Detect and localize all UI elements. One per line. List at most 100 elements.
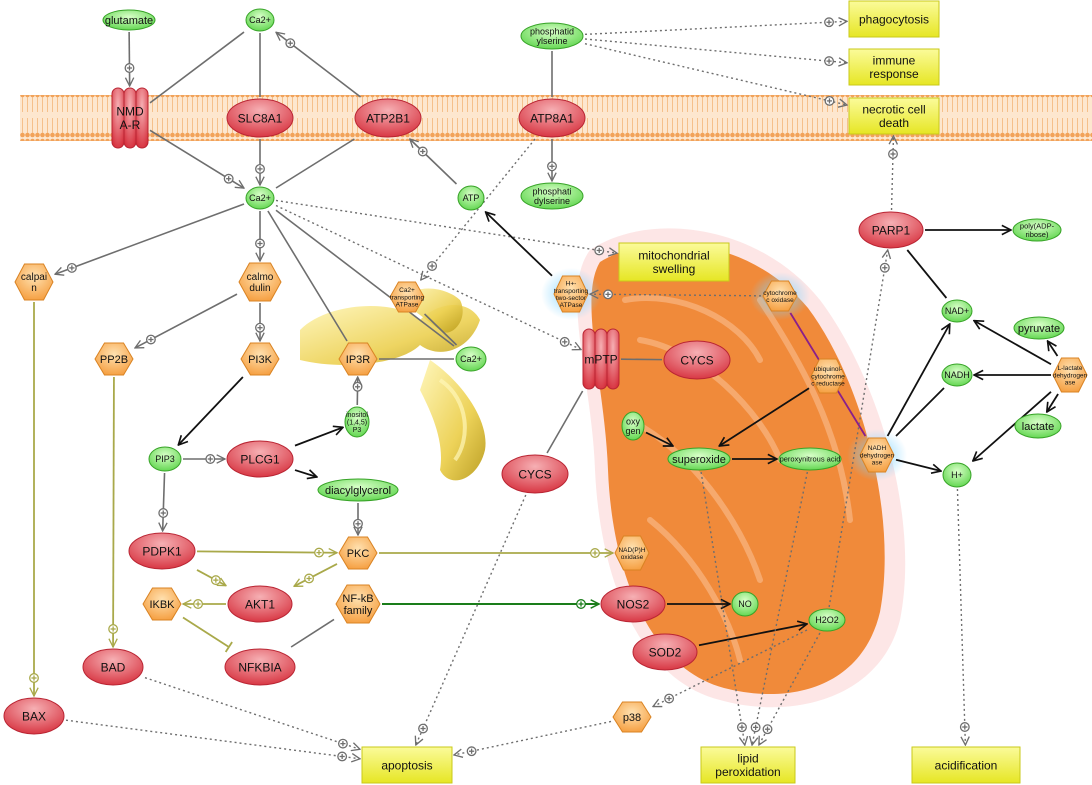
node-label-immune_response: response [869, 67, 919, 81]
node-atp8a1[interactable]: ATP8A1 [518, 98, 586, 138]
node-nad_plus[interactable]: NAD+ [941, 299, 973, 323]
node-label-mito_swelling: mitochondrial [638, 249, 709, 263]
node-apoptosis[interactable]: apoptosis [361, 746, 453, 784]
node-ip3r[interactable]: IP3R [338, 342, 378, 376]
node-sod2[interactable]: SOD2 [632, 633, 698, 671]
node-label-calmodulin: dulin [249, 283, 270, 294]
node-no[interactable]: NO [731, 591, 759, 617]
edge-sod2-to-h2o2 [698, 624, 807, 647]
edge-akt1-to-ikbk [183, 599, 226, 609]
node-label-calpain: calpai [21, 272, 47, 283]
node-nfkbia[interactable]: NFKBIA [224, 648, 296, 686]
edge-superoxide-to-lipid_peroxidation [700, 471, 746, 745]
node-plcg1[interactable]: PLCG1 [226, 440, 294, 478]
activation-plus-icon [590, 548, 600, 558]
activation-plus-icon [824, 56, 835, 67]
node-mptp[interactable]: mPTP [582, 328, 620, 390]
node-pyruvate[interactable]: pyruvate [1013, 316, 1065, 340]
node-label-nfkbia: NFKBIA [238, 660, 281, 674]
node-h2o2[interactable]: H2O2 [808, 608, 846, 632]
node-akt1[interactable]: AKT1 [227, 585, 293, 623]
node-label-pdpk1: PDPK1 [142, 544, 182, 558]
node-label-apoptosis: apoptosis [381, 758, 432, 772]
node-glutamate[interactable]: glutamate [102, 9, 156, 31]
activation-plus-icon [417, 146, 428, 157]
edge-atp2b1-to-ca_top [276, 32, 362, 98]
node-cycs_cyto[interactable]: CYCS [501, 454, 569, 494]
node-ip3[interactable]: inositol(1,4,5)P3 [344, 406, 370, 438]
node-ca_er[interactable]: Ca2+ [455, 346, 487, 372]
node-label-atp2b1: ATP2B1 [366, 111, 410, 125]
edge-ip3r-to-ca_mid [267, 210, 348, 342]
activation-plus-icon [255, 238, 265, 249]
node-label-ldh: dehydrogen [1053, 372, 1088, 379]
node-label-ip3: (1,4,5) [347, 420, 367, 427]
node-label-peroxynitrous: peroxynitrous acid [780, 455, 841, 464]
edge-plcg1-to-dag [294, 469, 317, 477]
node-pip3[interactable]: PIP3 [148, 446, 182, 472]
node-nadh[interactable]: NADH [941, 363, 973, 387]
edge-phosphatidylserine_top-to-phagocytosis [584, 17, 847, 36]
node-ca_top[interactable]: Ca2+ [245, 8, 275, 32]
activation-plus-icon [824, 17, 834, 28]
node-pkc[interactable]: PKC [338, 536, 378, 570]
node-pdpk1[interactable]: PDPK1 [128, 532, 196, 570]
node-label-pip3: PIP3 [155, 454, 175, 464]
edge-nmdar-to-ca_mid [149, 129, 244, 188]
node-label-nadh_dehydrogenase: dehydrogen [860, 452, 895, 459]
node-cycs_mito[interactable]: CYCS [663, 340, 731, 380]
edge-nadh-to-nadh_dehydrogenase [895, 387, 945, 437]
node-pi3k[interactable]: PI3K [240, 342, 280, 376]
node-superoxide[interactable]: superoxide [667, 447, 731, 471]
node-bax[interactable]: BAX [3, 697, 65, 735]
edges-layer [29, 17, 1059, 761]
node-parp1[interactable]: PARP1 [858, 211, 924, 249]
node-label-nos2: NOS2 [617, 597, 650, 611]
node-nos2[interactable]: NOS2 [600, 585, 666, 623]
node-label-nfkb: family [344, 605, 373, 617]
node-lactate[interactable]: lactate [1014, 413, 1062, 439]
edge-ca_er-to-ca_atpase [423, 313, 458, 346]
node-pp2b[interactable]: PP2B [94, 342, 134, 376]
node-peroxynitrous[interactable]: peroxynitrous acid [778, 447, 842, 471]
node-label-ca_atpase: transporting [390, 294, 425, 301]
node-poly_adp[interactable]: poly(ADP-ribose) [1012, 218, 1062, 242]
node-p38[interactable]: p38 [612, 701, 652, 733]
node-dag[interactable]: diacylglycerol [317, 478, 399, 502]
node-slc8a1[interactable]: SLC8A1 [226, 98, 294, 138]
node-atp[interactable]: ATP [457, 185, 485, 211]
node-ikbk[interactable]: IKBK [142, 587, 182, 621]
edge-atp-to-atp2b1 [410, 139, 458, 185]
node-acidification[interactable]: acidification [911, 746, 1021, 784]
node-label-ip3: P3 [353, 427, 362, 434]
edge-bax-to-apoptosis [65, 719, 360, 761]
node-atp2b1[interactable]: ATP2B1 [354, 98, 422, 138]
activation-plus-icon [193, 599, 204, 609]
node-bad[interactable]: BAD [82, 648, 144, 686]
node-ca_mid[interactable]: Ca2+ [245, 186, 275, 210]
edge-h_atpase-to-atp [486, 212, 553, 277]
node-h_plus[interactable]: H+ [942, 462, 972, 488]
activation-plus-icon [750, 722, 761, 733]
edge-nmdar-to-ca_top [149, 31, 245, 104]
node-phagocytosis[interactable]: phagocytosis [848, 0, 940, 38]
